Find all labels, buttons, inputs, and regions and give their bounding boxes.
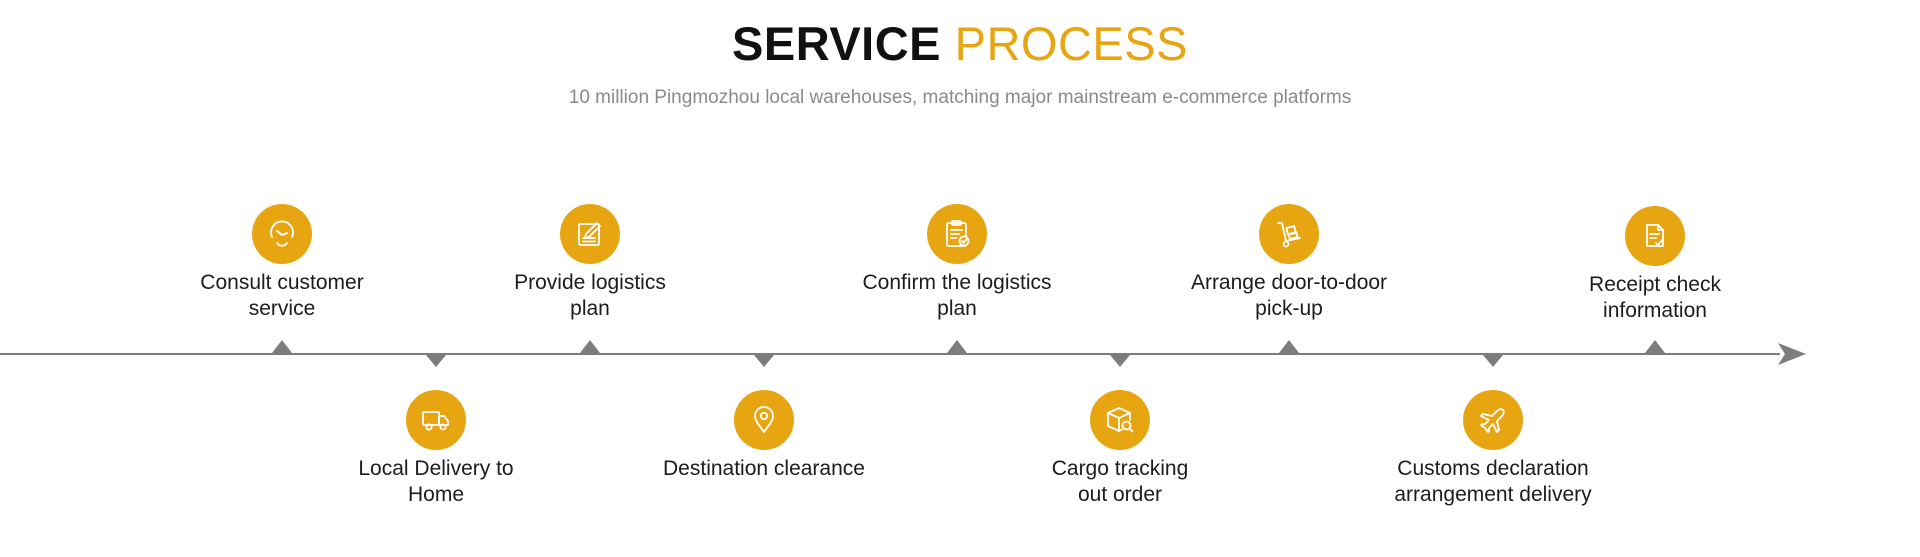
step-cargo-tracking: Cargo tracking out order: [990, 390, 1250, 508]
edit-document-icon: [578, 222, 601, 246]
hand-truck-icon: [1277, 222, 1301, 248]
marker-down: [1483, 355, 1503, 367]
step-provide-logistics-plan: Provide logistics plan: [460, 204, 720, 322]
marker-up: [272, 340, 292, 353]
document-check-icon: [1646, 224, 1664, 247]
step-local-delivery: Local Delivery to Home: [306, 390, 566, 508]
step-label: Destination clearance: [663, 457, 865, 480]
marker-up: [947, 340, 967, 353]
step-label: Receipt check information: [1589, 273, 1721, 322]
step-label: Arrange door-to-door pick-up: [1190, 271, 1388, 320]
step-label: Local Delivery to Home: [358, 457, 514, 506]
step-consult-customer-service: Consult customer service: [152, 204, 412, 322]
marker-up: [580, 340, 600, 353]
marker-up: [1279, 340, 1299, 353]
step-customs-declaration: Customs declaration arrangement delivery: [1363, 390, 1623, 508]
delivery-truck-icon: [422, 411, 449, 431]
step-label: Consult customer service: [200, 271, 364, 320]
timeline-arrowhead: [1778, 343, 1806, 365]
step-label: Customs declaration arrangement delivery: [1394, 457, 1592, 506]
page-title: SERVICE PROCESS: [0, 16, 1920, 72]
step-arrange-pick-up: Arrange door-to-door pick-up: [1159, 204, 1419, 322]
step-destination-clearance: Destination clearance: [634, 390, 894, 482]
checklist-icon: [946, 220, 970, 247]
marker-up: [1645, 340, 1665, 353]
title-part-1: SERVICE: [732, 17, 942, 70]
step-label: Provide logistics plan: [514, 271, 666, 320]
package-search-icon: [1107, 407, 1134, 433]
page-subtitle: 10 million Pingmozhou local warehouses, …: [568, 87, 1352, 108]
step-confirm-logistics-plan: Confirm the logistics plan: [827, 204, 1087, 322]
airplane-icon: [1480, 408, 1505, 433]
marker-down: [426, 355, 446, 367]
title-part-2: PROCESS: [954, 17, 1188, 70]
location-pin-icon: [754, 406, 774, 433]
headset-icon: [270, 220, 294, 247]
marker-down: [754, 355, 774, 367]
step-label: Cargo tracking out order: [1051, 457, 1189, 506]
marker-down: [1110, 355, 1130, 367]
step-receipt-check: Receipt check information: [1525, 206, 1785, 324]
step-label: Confirm the logistics plan: [862, 271, 1052, 320]
